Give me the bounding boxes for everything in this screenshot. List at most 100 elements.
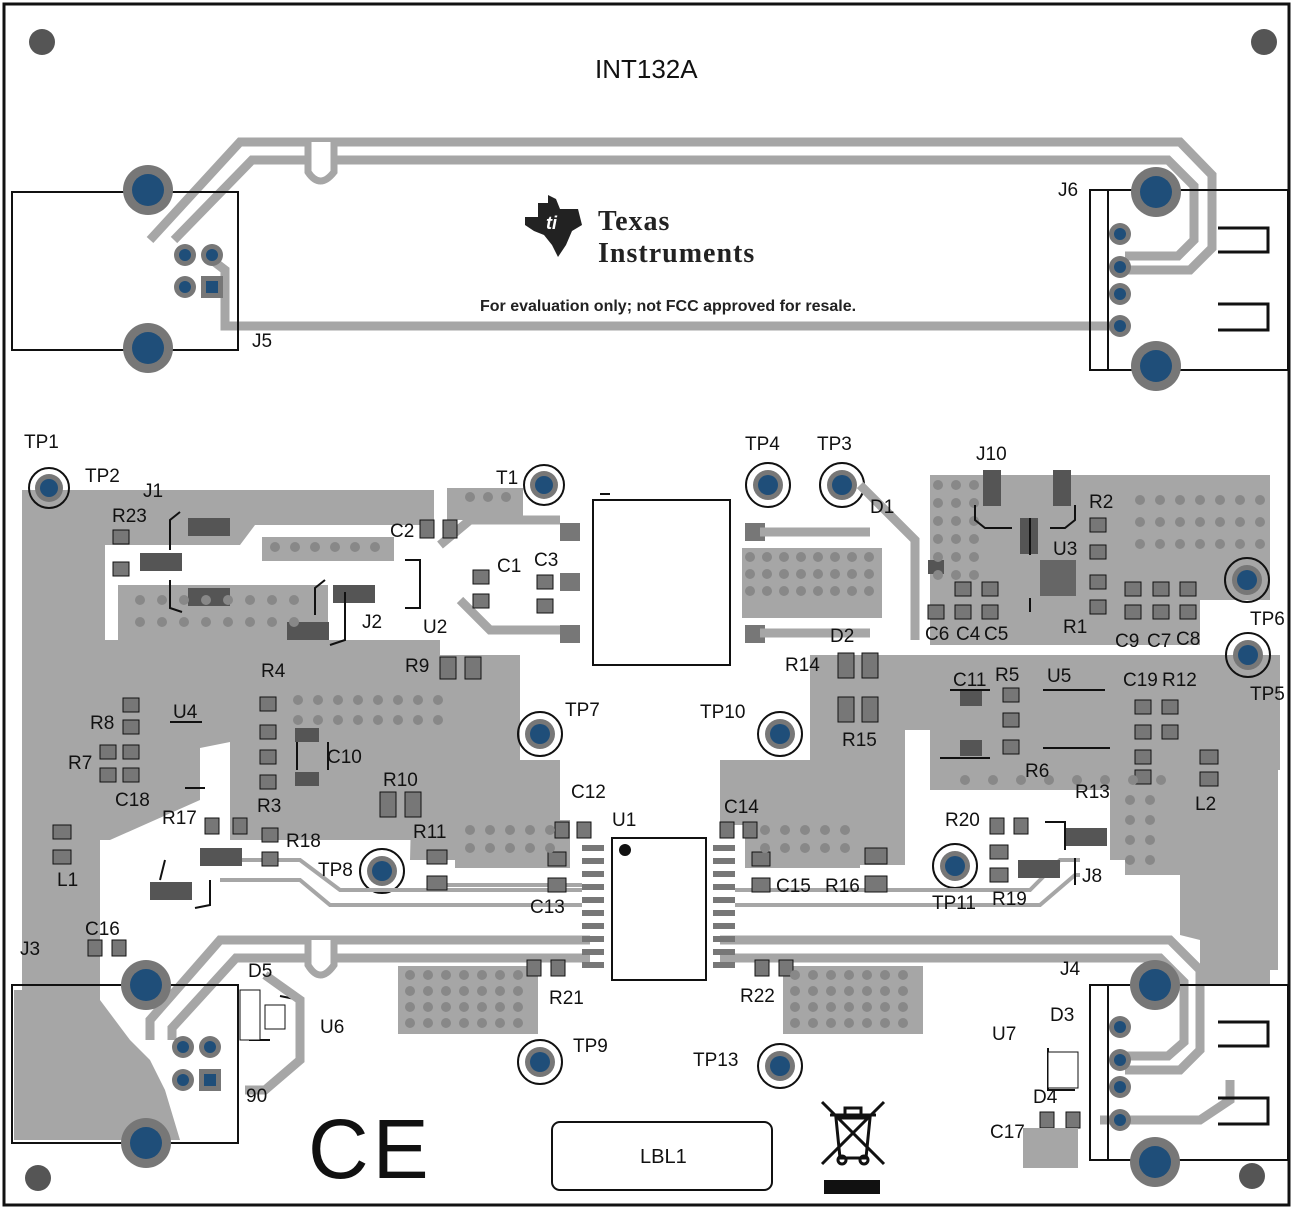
- label-tp3: TP3: [817, 434, 852, 455]
- via-dot: [513, 1002, 523, 1012]
- label-d6: 90: [246, 1086, 267, 1107]
- svg-text:ti: ti: [546, 213, 558, 233]
- label-c11: C11: [953, 670, 986, 691]
- brand-line2: Instruments: [598, 238, 755, 269]
- via-dot: [423, 986, 433, 996]
- via-dot: [485, 825, 495, 835]
- label-j8: J8: [1082, 866, 1102, 887]
- tp1-pad: [28, 467, 70, 509]
- tp3-pad: [819, 462, 865, 508]
- label-j2: J2: [362, 612, 382, 633]
- via-dot: [465, 492, 475, 502]
- via-dot: [495, 1002, 505, 1012]
- via-dot: [826, 970, 836, 980]
- via-dot: [245, 617, 255, 627]
- label-d2: D2: [830, 626, 854, 647]
- label-c3: C3: [534, 550, 558, 571]
- via-dot: [333, 695, 343, 705]
- label-u1: U1: [612, 810, 636, 831]
- via-dot: [847, 586, 857, 596]
- via-dot: [969, 498, 979, 508]
- label-tp1: TP1: [24, 432, 59, 453]
- via-dot: [898, 1002, 908, 1012]
- label-r4: R4: [261, 661, 286, 682]
- label-c7: C7: [1147, 631, 1171, 652]
- label-d1: D1: [870, 497, 894, 518]
- connector-j6: [1089, 167, 1289, 391]
- via-dot: [820, 843, 830, 853]
- label-u6: U6: [320, 1017, 344, 1038]
- via-dot: [844, 970, 854, 980]
- via-dot: [525, 843, 535, 853]
- copper-right-mid: [880, 655, 1280, 985]
- via-dot: [477, 1002, 487, 1012]
- label-u2: U2: [423, 617, 447, 638]
- via-dot: [505, 825, 515, 835]
- label-r20: R20: [945, 810, 980, 831]
- label-r13: R13: [1075, 782, 1110, 803]
- via-dot: [813, 586, 823, 596]
- via-dot: [951, 480, 961, 490]
- via-dot: [800, 825, 810, 835]
- via-dot: [762, 586, 772, 596]
- via-dot: [1215, 517, 1225, 527]
- via-dot: [1255, 517, 1265, 527]
- tp11-pad: [932, 843, 978, 889]
- u1-pins: [582, 845, 735, 968]
- label-c13: C13: [530, 897, 565, 918]
- via-dot: [1135, 539, 1145, 549]
- label-tp5: TP5: [1250, 684, 1285, 705]
- label-j1: J1: [143, 481, 163, 502]
- label-r5: R5: [995, 665, 1019, 686]
- label-c18: C18: [115, 790, 150, 811]
- via-dot: [1100, 775, 1110, 785]
- via-dot: [513, 986, 523, 996]
- via-dot: [745, 552, 755, 562]
- via-dot: [289, 595, 299, 605]
- via-dot: [1135, 495, 1145, 505]
- label-c19: C19: [1123, 670, 1158, 691]
- via-dot: [413, 695, 423, 705]
- via-dot: [808, 1002, 818, 1012]
- via-dot: [951, 570, 961, 580]
- copper-left-pour: [22, 490, 500, 1140]
- via-dot: [864, 569, 874, 579]
- label-r6: R6: [1025, 761, 1049, 782]
- label-r2: R2: [1089, 492, 1113, 513]
- label-c9: C9: [1115, 631, 1139, 652]
- via-dot: [1235, 517, 1245, 527]
- label-r19: R19: [992, 889, 1027, 910]
- label-r10: R10: [383, 770, 418, 791]
- label-r7: R7: [68, 753, 92, 774]
- label-r1: R1: [1063, 617, 1087, 638]
- via-dot: [223, 595, 233, 605]
- via-dot: [1155, 539, 1165, 549]
- mount-hole-tr: [1251, 29, 1277, 55]
- via-dot: [780, 825, 790, 835]
- via-dot: [157, 617, 167, 627]
- via-dot: [844, 1002, 854, 1012]
- label-r22: R22: [740, 986, 775, 1007]
- label-j5: J5: [252, 331, 272, 352]
- via-dot: [353, 715, 363, 725]
- via-dot: [333, 715, 343, 725]
- u6-d5-parts: [239, 971, 305, 1095]
- via-dot: [969, 552, 979, 562]
- via-dot: [844, 986, 854, 996]
- weee-bin-icon: [820, 1100, 886, 1194]
- via-dot: [441, 970, 451, 980]
- label-d4: D4: [1033, 1087, 1058, 1108]
- via-dot: [1145, 815, 1155, 825]
- label-l1: L1: [57, 870, 78, 891]
- via-dot: [1195, 495, 1205, 505]
- via-dot: [485, 843, 495, 853]
- via-dot: [465, 843, 475, 853]
- via-dot: [1145, 795, 1155, 805]
- via-dot: [459, 986, 469, 996]
- via-dot: [353, 695, 363, 705]
- via-dot: [933, 534, 943, 544]
- via-dot: [1235, 539, 1245, 549]
- u2-module-outline: [592, 499, 731, 666]
- tp4-pad: [745, 462, 791, 508]
- label-d3: D3: [1050, 1005, 1074, 1026]
